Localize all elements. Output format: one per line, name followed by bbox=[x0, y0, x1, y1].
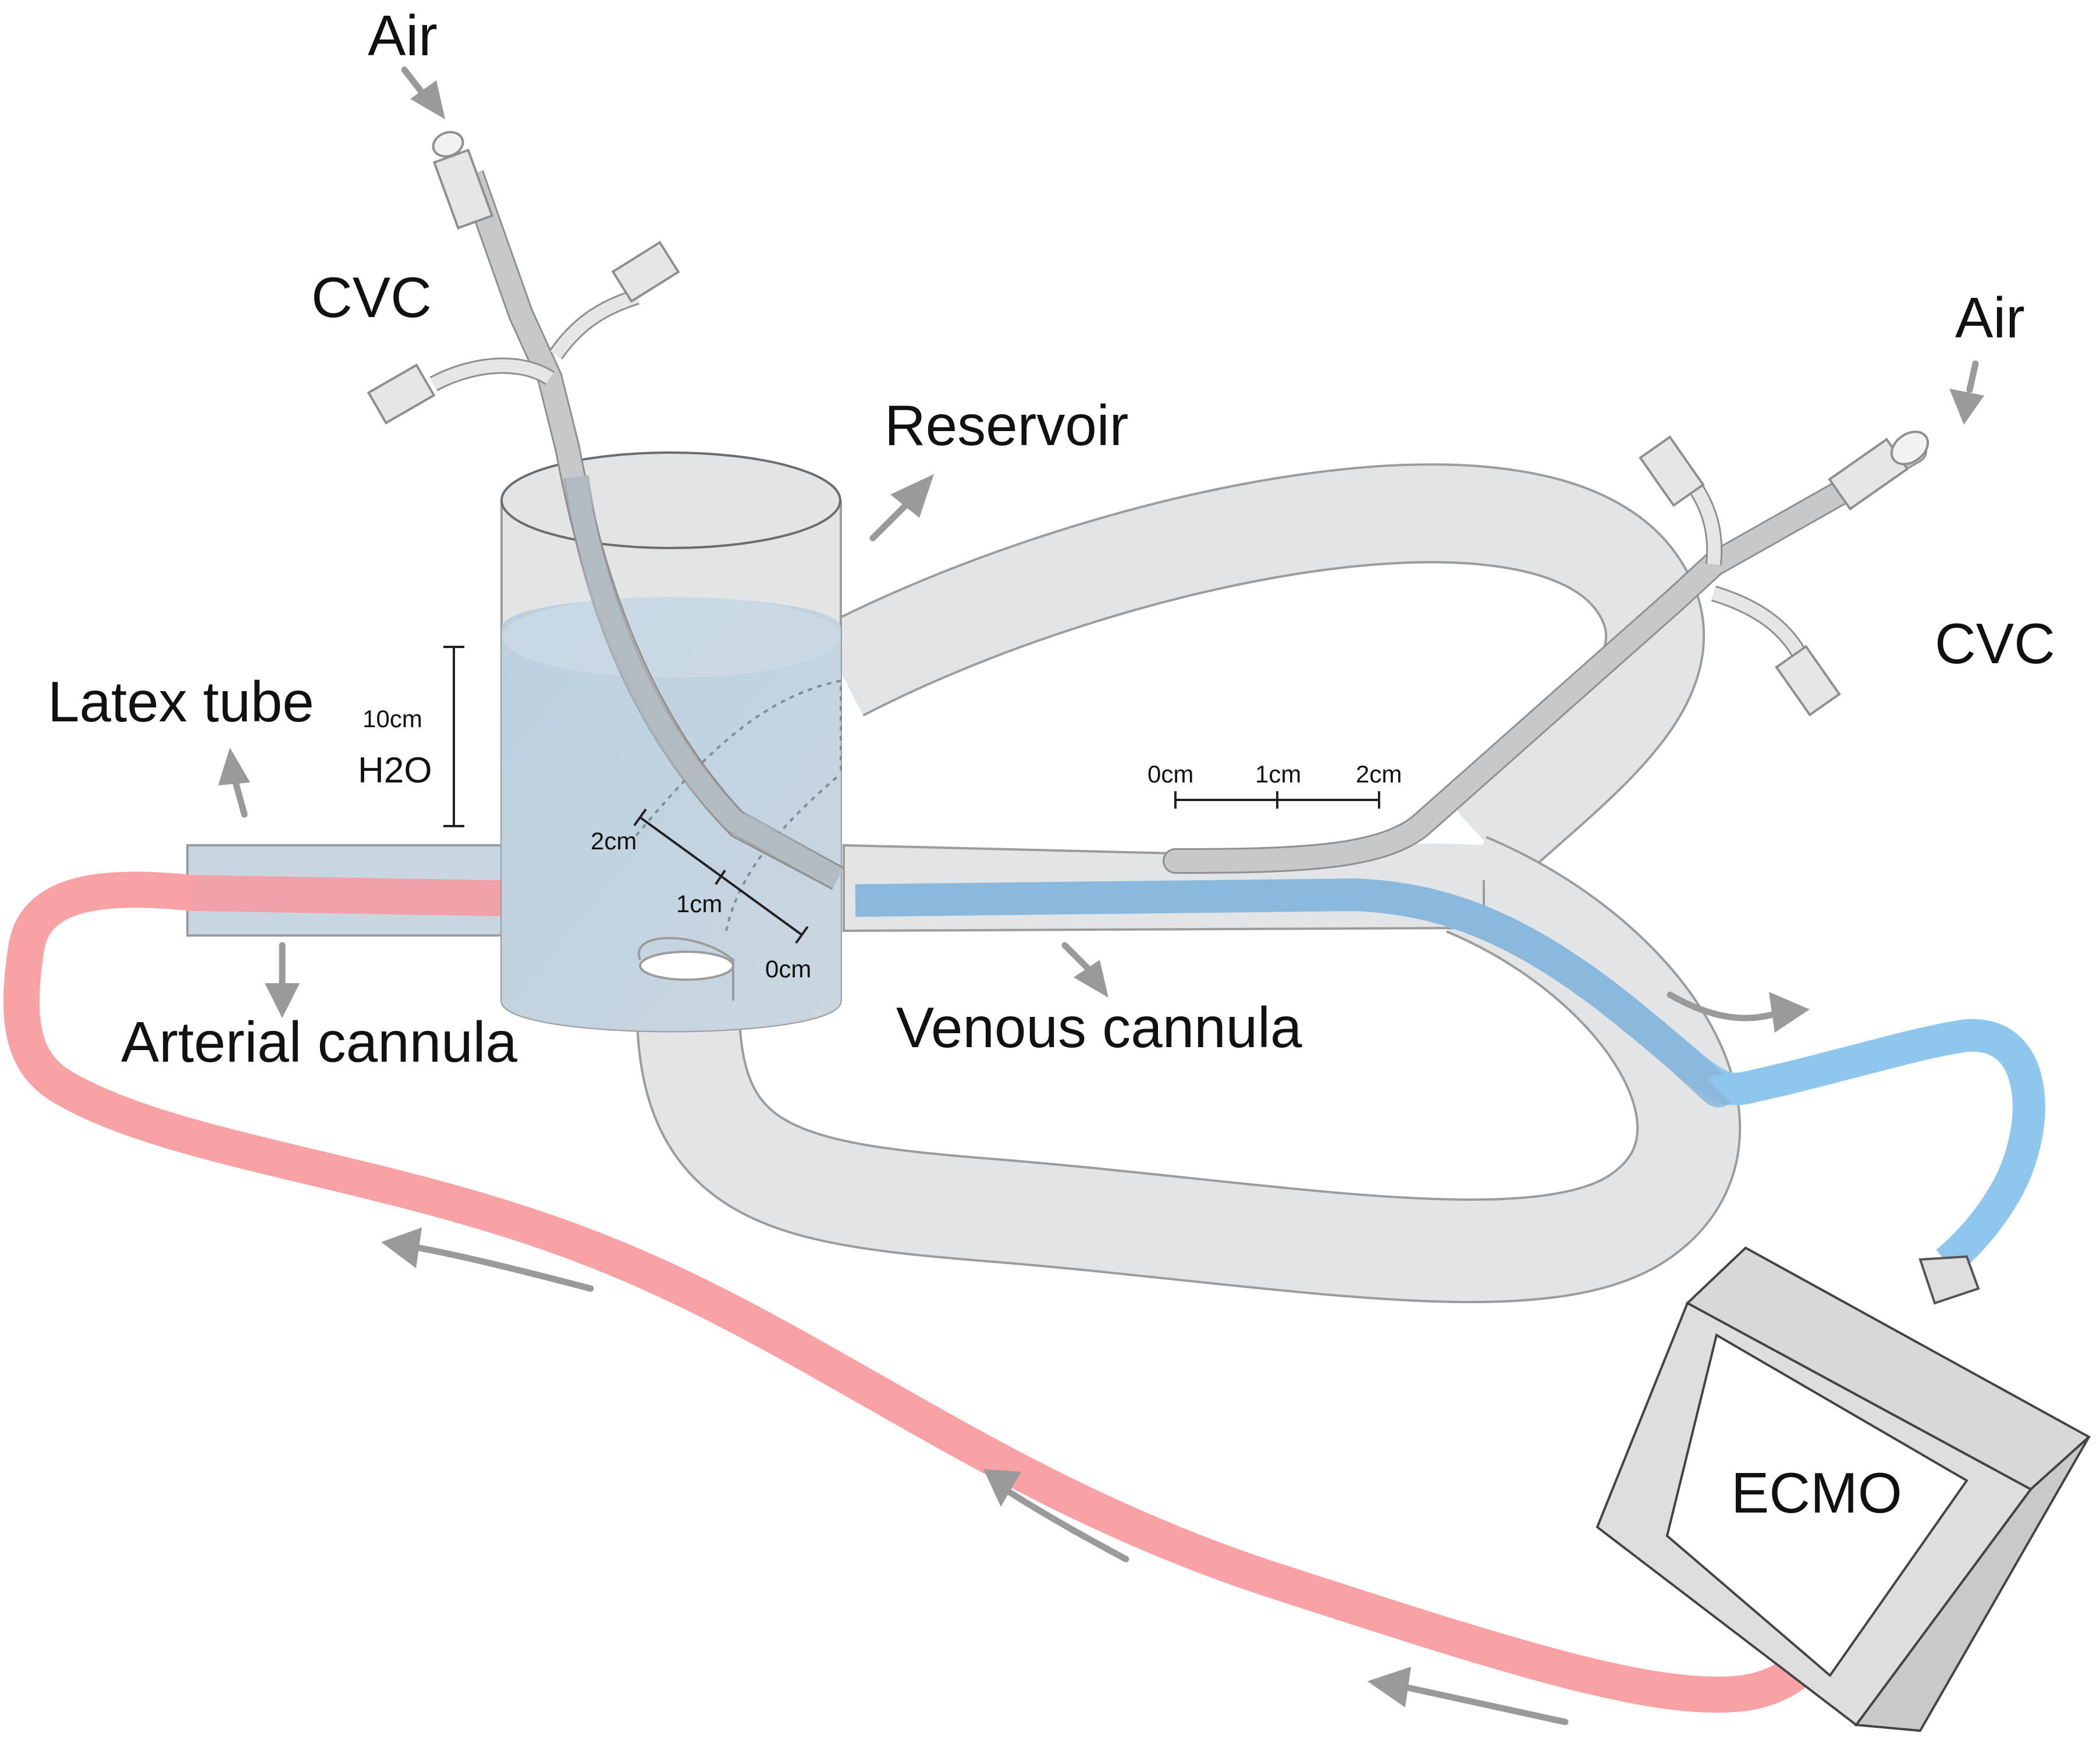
air-arrow-right bbox=[1949, 360, 1984, 425]
label-venous-cannula: Venous cannula bbox=[896, 995, 1302, 1059]
diagonal-scale: 2cm 1cm 0cm bbox=[591, 808, 811, 983]
return-arrow-2 bbox=[983, 1469, 1129, 1563]
level-scale-value: 10cm bbox=[363, 705, 422, 732]
return-arrow-1 bbox=[381, 1227, 594, 1292]
horiz-scale-1cm: 1cm bbox=[1255, 760, 1301, 788]
horizontal-scale: 0cm 1cm 2cm bbox=[1147, 760, 1402, 809]
venous-cannula bbox=[855, 878, 2045, 1275]
level-scale: 10cm H2O bbox=[358, 646, 464, 827]
diag-scale-0cm: 0cm bbox=[765, 955, 811, 983]
ecmo-device bbox=[1596, 1246, 2091, 1732]
venous-arrow bbox=[1061, 942, 1108, 998]
horiz-scale-0cm: 0cm bbox=[1147, 760, 1193, 788]
return-arrow-3 bbox=[1367, 1667, 1569, 1725]
label-arterial-cannula: Arterial cannula bbox=[121, 1010, 517, 1074]
flow-arrow-right bbox=[1667, 991, 1810, 1033]
outlet-tube bbox=[637, 937, 734, 1001]
level-scale-unit: H2O bbox=[358, 750, 432, 791]
reservoir-arrow bbox=[869, 474, 934, 542]
label-latex-tube: Latex tube bbox=[48, 670, 314, 734]
label-cvc-left: CVC bbox=[311, 265, 432, 329]
flow-arrows bbox=[218, 66, 1984, 1725]
label-air-right: Air bbox=[1955, 286, 2025, 350]
label-ecmo: ECMO bbox=[1731, 1461, 1902, 1525]
arterial-arrow bbox=[265, 942, 300, 1018]
horiz-scale-2cm: 2cm bbox=[1356, 760, 1402, 788]
reservoir bbox=[500, 451, 842, 1033]
diag-scale-2cm: 2cm bbox=[591, 827, 637, 855]
label-air-top: Air bbox=[368, 3, 438, 67]
left-cvc-line bbox=[367, 131, 844, 890]
air-arrow-top bbox=[401, 66, 445, 119]
latex-tube-arrow bbox=[218, 748, 250, 818]
label-cvc-right: CVC bbox=[1935, 611, 2055, 675]
latex-loop-upper bbox=[818, 463, 1705, 881]
diag-scale-1cm: 1cm bbox=[676, 890, 722, 917]
right-cvc-line bbox=[1163, 430, 1930, 874]
label-reservoir: Reservoir bbox=[884, 393, 1128, 457]
